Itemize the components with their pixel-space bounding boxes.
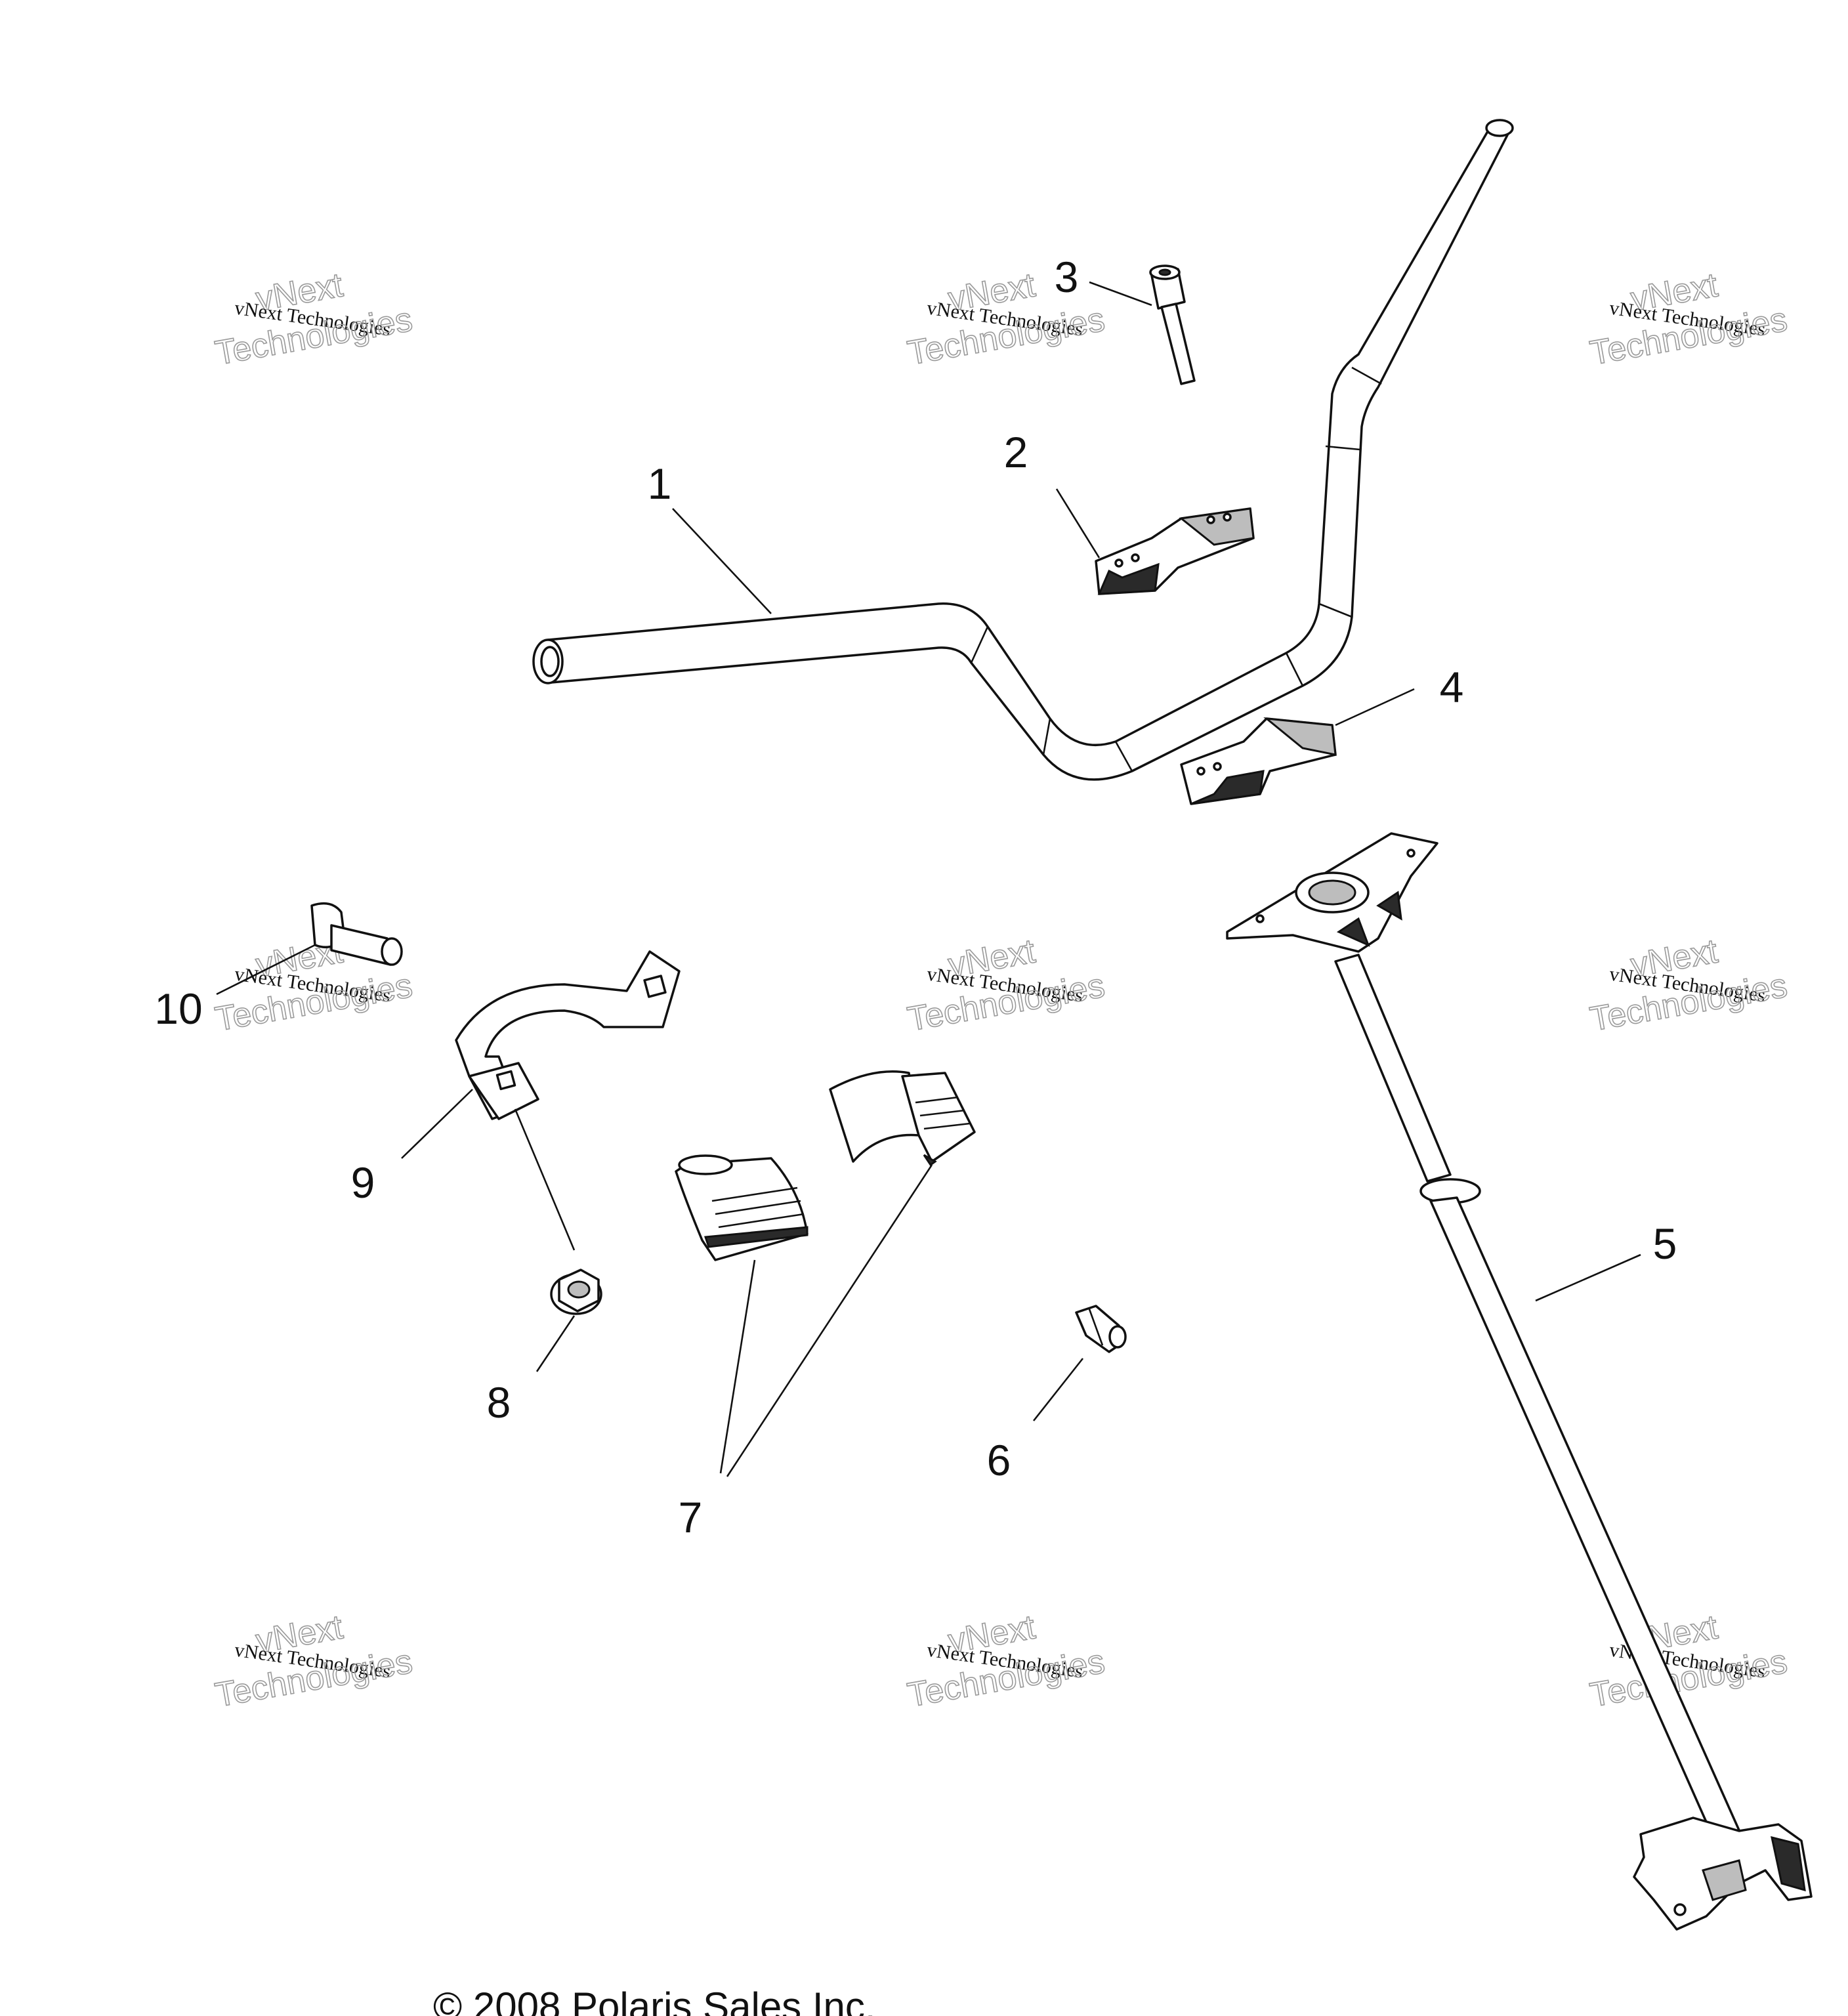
- lower-clamp-icon: [1180, 717, 1337, 805]
- steering-post-icon: [1226, 832, 1813, 1931]
- callout-8: 8: [487, 1378, 511, 1427]
- bearing-strap-icon: [455, 950, 681, 1120]
- leader-6: [1032, 1358, 1084, 1421]
- watermark: vNext vNext Technologies Technologies: [212, 1608, 416, 1715]
- leader-2: [1055, 488, 1101, 558]
- watermark: vNext vNext Technologies Technologies: [212, 266, 416, 373]
- watermark: vNext vNext Technologies Technologies: [904, 1608, 1108, 1715]
- upper-clamp-icon: [1095, 507, 1255, 595]
- leader-7b: [726, 1164, 933, 1477]
- handlebar-icon: [532, 119, 1514, 781]
- leader-7a: [719, 1259, 756, 1474]
- watermark: vNext vNext Technologies Technologies: [904, 266, 1108, 373]
- leader-3: [1089, 281, 1152, 306]
- watermark: vNext vNext Technologies Technologies: [1587, 932, 1791, 1040]
- callout-5: 5: [1653, 1219, 1677, 1268]
- leader-5: [1535, 1253, 1641, 1302]
- leader-4: [1335, 688, 1415, 726]
- watermark-layer: vNext vNext Technologies Technologies vN…: [212, 266, 1791, 1715]
- leader-1: [672, 508, 772, 614]
- carriage-bolt-icon: [310, 902, 403, 966]
- watermark: vNext vNext Technologies Technologies: [904, 932, 1108, 1040]
- copyright-text: © 2008 Polaris Sales Inc.: [433, 1984, 876, 2016]
- bushing-halves-icon: [675, 1070, 976, 1261]
- cap-screw-icon: [1149, 264, 1196, 385]
- flange-nut-icon: [550, 1269, 602, 1315]
- callout-7: 7: [679, 1493, 703, 1542]
- watermark: vNext vNext Technologies Technologies: [1587, 266, 1791, 373]
- leader-9-8: [514, 1108, 576, 1251]
- leader-9: [401, 1089, 473, 1159]
- grease-fitting-icon: [1075, 1305, 1127, 1353]
- callout-4: 4: [1440, 663, 1464, 711]
- callout-3: 3: [1055, 253, 1079, 301]
- callout-9: 9: [351, 1158, 375, 1207]
- callout-6: 6: [987, 1436, 1011, 1484]
- callout-1: 1: [648, 459, 672, 508]
- leader-8: [536, 1315, 576, 1372]
- leader-10: [216, 944, 316, 996]
- callout-10: 10: [154, 984, 202, 1033]
- callout-2: 2: [1004, 428, 1028, 476]
